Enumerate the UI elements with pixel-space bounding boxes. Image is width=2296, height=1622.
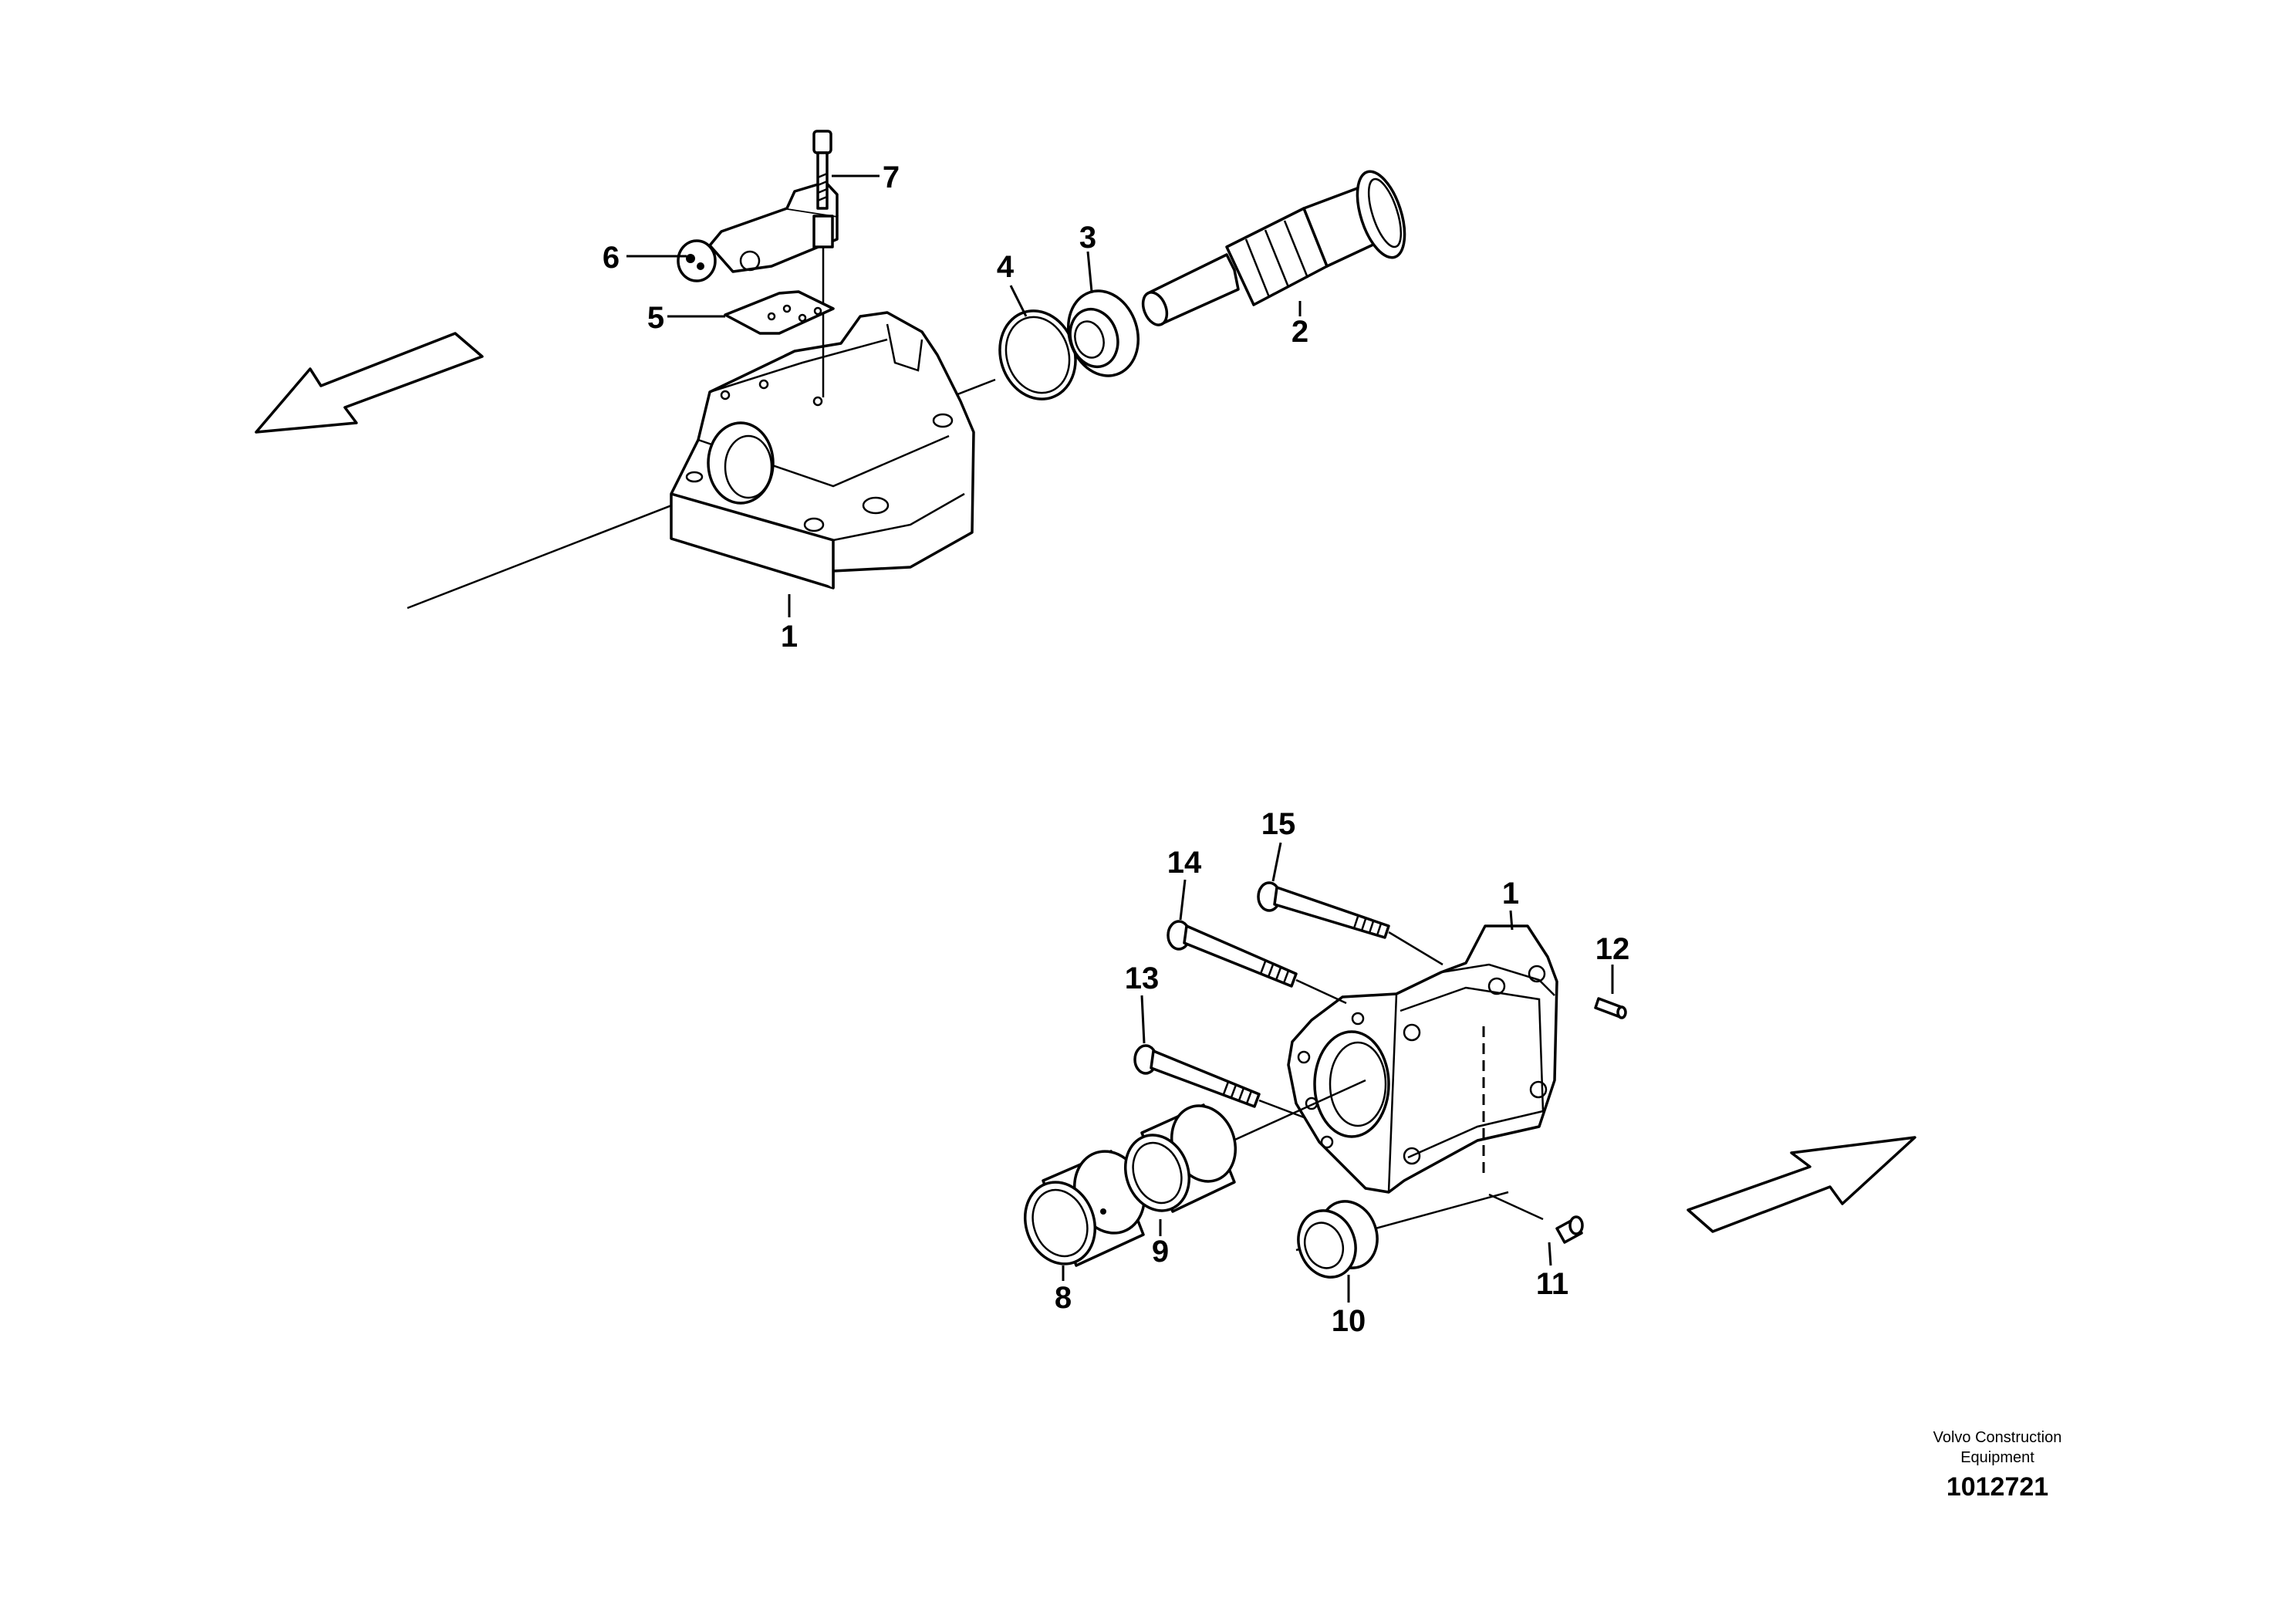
callout-1-bottom: 1 [1501,877,1520,911]
document-number: 1012721 [1946,1472,2049,1502]
bolt-15 [1257,881,1443,966]
seal [1066,289,1140,377]
bottom-assembly [1023,842,1916,1303]
callout-6: 6 [602,241,620,275]
callout-10: 10 [1331,1304,1366,1338]
direction-arrow-right [1687,1136,1916,1233]
callout-15: 15 [1261,807,1296,841]
solenoid-valve [677,181,839,282]
bushing-9 [1123,1103,1237,1213]
callout-9: 9 [1151,1235,1170,1269]
callout-2: 2 [1291,315,1309,349]
bolt-13 [1133,1044,1305,1119]
callout-14: 14 [1167,846,1202,880]
top-assembly [255,130,1406,617]
spool [1141,170,1406,326]
bolt-14 [1167,920,1347,1005]
callout-1-top: 1 [780,620,799,654]
callout-4: 4 [996,250,1015,284]
callout-5: 5 [647,301,665,335]
callout-12: 12 [1595,932,1630,966]
callout-8: 8 [1054,1281,1072,1315]
callout-13: 13 [1124,961,1160,995]
bolt-7 [812,130,832,210]
company-name: Volvo Construction Equipment [1933,1429,2062,1466]
seal-10 [1297,1200,1379,1279]
direction-arrow-left [255,332,484,434]
callout-7: 7 [882,161,900,194]
gasket [724,290,835,335]
pin-11 [1555,1215,1584,1244]
valve-housing [670,311,975,590]
callout-11: 11 [1535,1267,1569,1301]
callout-3: 3 [1079,221,1097,255]
gear-housing [1287,924,1558,1194]
pin-12 [1594,997,1627,1019]
